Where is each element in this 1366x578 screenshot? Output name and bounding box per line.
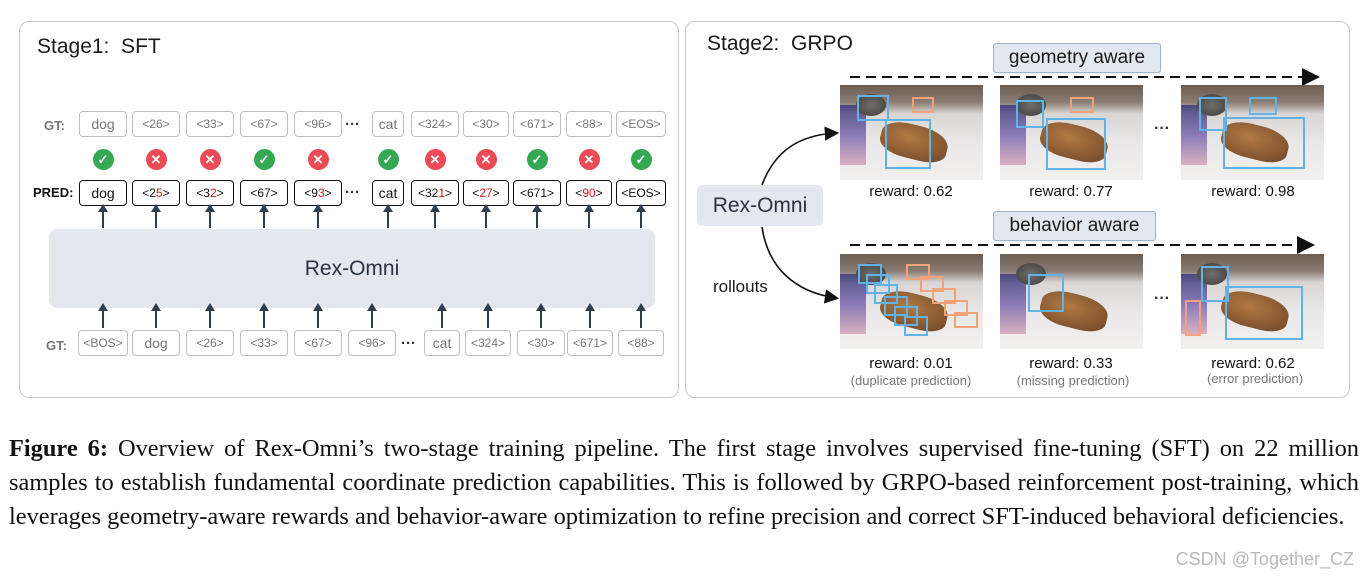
behavior-note-1: (duplicate prediction) <box>821 373 1001 388</box>
behavior-note-3: (error prediction) <box>1165 371 1345 386</box>
caption-label: Figure 6: <box>9 435 108 462</box>
figure-caption: Figure 6: Overview of Rex-Omni’s two-sta… <box>9 432 1359 534</box>
behavior-rollout-image-1 <box>840 254 983 349</box>
geometry-reward-3: reward: 0.98 <box>1173 183 1333 200</box>
geometry-ellipsis: ··· <box>1154 120 1170 138</box>
geometry-rollout-image-2 <box>1000 85 1143 180</box>
geometry-reward-1: reward: 0.62 <box>831 183 991 200</box>
bottom-rollout-arrow <box>762 227 836 298</box>
caption-text: Overview of Rex-Omni’s two-stage trainin… <box>9 435 1359 530</box>
behavior-rollout-image-2 <box>1000 254 1143 349</box>
watermark: CSDN @Together_CZ <box>1176 549 1354 570</box>
behavior-reward-3: reward: 0.62 <box>1173 355 1333 372</box>
behavior-note-2: (missing prediction) <box>983 373 1163 388</box>
geometry-rollout-image-3 <box>1181 85 1324 180</box>
behavior-rollout-image-3 <box>1181 254 1324 349</box>
geometry-aware-tag: geometry aware <box>993 43 1161 73</box>
behavior-reward-2: reward: 0.33 <box>991 355 1151 372</box>
behavior-aware-tag: behavior aware <box>993 211 1156 241</box>
behavior-reward-1: reward: 0.01 <box>831 355 991 372</box>
geometry-reward-2: reward: 0.77 <box>991 183 1151 200</box>
geometry-rollout-image-1 <box>840 85 983 180</box>
behavior-ellipsis: ··· <box>1154 290 1170 308</box>
top-rollout-arrow <box>762 133 836 185</box>
